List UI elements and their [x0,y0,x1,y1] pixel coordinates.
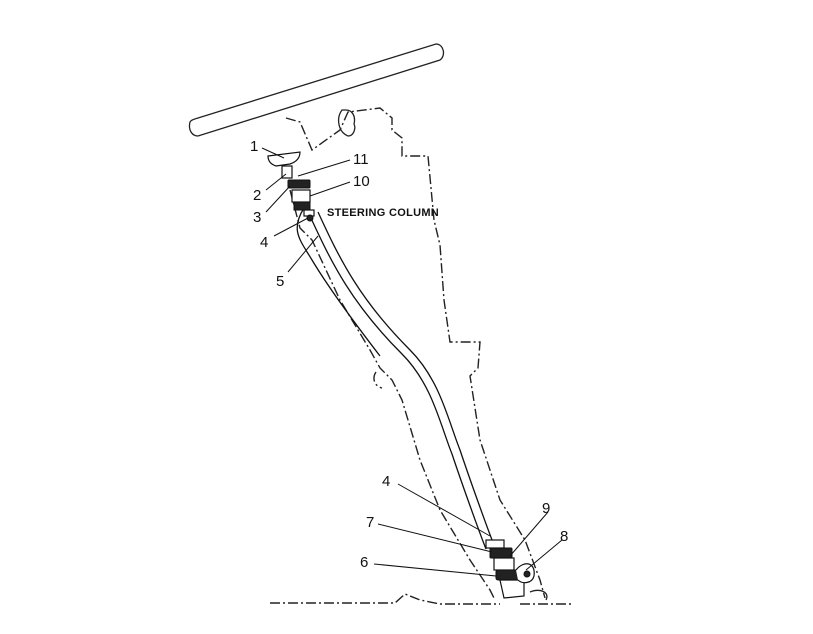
steering-column-outline [285,107,546,601]
steering-wheel [188,43,445,137]
callout-9: 9 [542,500,550,517]
callout-6: 6 [360,554,368,571]
floor-line [270,589,572,605]
steering-column-caption: STEERING COLUMN [327,207,439,219]
control-cable [296,207,495,550]
upper-knob-assembly [267,151,315,222]
callout-8: 8 [560,528,568,545]
callout-4-lower: 4 [382,473,390,490]
callout-2: 2 [253,187,261,204]
callout-10: 10 [353,173,370,190]
callout-1: 1 [250,138,258,155]
callout-5: 5 [276,273,284,290]
callout-7: 7 [366,514,374,531]
callout-4-upper: 4 [260,234,268,251]
lower-mount-assembly [485,539,535,599]
callout-3: 3 [253,209,261,226]
leader-lines [261,147,563,577]
callout-11: 11 [353,151,369,168]
